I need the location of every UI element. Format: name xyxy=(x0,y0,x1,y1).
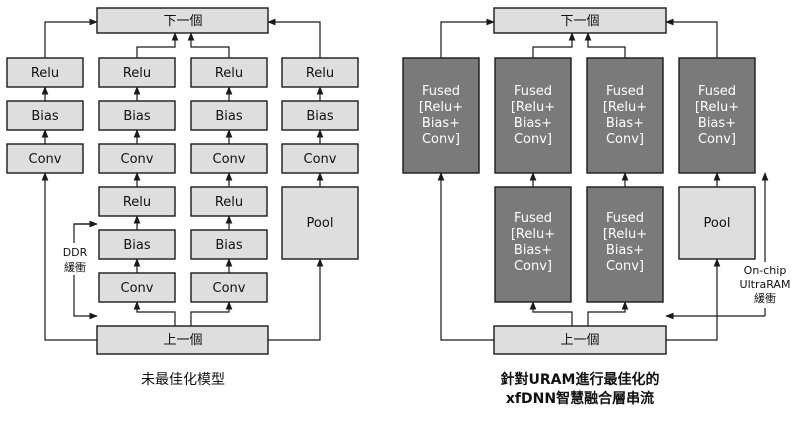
fused-box-3 xyxy=(586,57,664,174)
left-col1-bias-label: Bias xyxy=(31,109,58,124)
onchip-label-bg xyxy=(730,262,798,308)
left-col3-bias2-label: Bias xyxy=(215,238,242,253)
fused-4-line2: [Relu+ xyxy=(695,100,739,115)
left-col4-relu-label: Relu xyxy=(306,66,334,81)
fused-1-line4: Conv] xyxy=(422,132,460,147)
left-col4-relu-box xyxy=(281,57,359,88)
left-col3-conv-label: Conv xyxy=(213,152,246,167)
left-col2-bias2-box xyxy=(98,229,176,260)
left-col1-relu-box xyxy=(6,57,84,88)
right-next-layer-label: 下一個 xyxy=(560,14,599,29)
fused-3-line3: Bias+ xyxy=(606,116,644,131)
fused-4-line4: Conv] xyxy=(698,132,736,147)
left-next-layer-label: 下一個 xyxy=(163,14,202,29)
left-prev-layer-box xyxy=(96,325,269,355)
fused-5-line4: Conv] xyxy=(514,259,552,274)
left-col2-relu2-label: Relu xyxy=(123,195,151,210)
fused-3-line2: [Relu+ xyxy=(603,100,647,115)
fused-box-5 xyxy=(494,186,572,303)
fused-block-2: Fused [Relu+ Bias+ Conv] xyxy=(494,57,572,174)
left-col3-conv-box xyxy=(190,143,268,174)
fused-block-5: Fused [Relu+ Bias+ Conv] xyxy=(494,186,572,303)
left-connectors xyxy=(41,18,324,341)
left-col2-conv2-box xyxy=(98,272,176,303)
fused-box-2 xyxy=(494,57,572,174)
onchip-label-line1: On-chip xyxy=(744,264,787,277)
left-col3-conv2-box xyxy=(190,272,268,303)
ddr-buffer-label: 緩衝 xyxy=(64,260,86,274)
left-col4-conv-label: Conv xyxy=(304,152,337,167)
left-prev-layer-label: 上一個 xyxy=(163,333,202,348)
left-col1-conv-label: Conv xyxy=(29,152,62,167)
left-col3-relu2-box xyxy=(190,186,268,217)
fused-2-line4: Conv] xyxy=(514,132,552,147)
fused-1-line1: Fused xyxy=(422,84,460,99)
left-col1-relu-label: Relu xyxy=(31,66,59,81)
left-col4-bias-label: Bias xyxy=(306,109,333,124)
fused-block-4: Fused [Relu+ Bias+ Conv] xyxy=(678,57,756,174)
left-col2-conv-label: Conv xyxy=(121,152,154,167)
fused-5-line1: Fused xyxy=(514,211,552,226)
right-pool-box xyxy=(678,186,756,260)
fused-6-line4: Conv] xyxy=(606,259,644,274)
onchip-label-line2: UltraRAM xyxy=(740,278,791,291)
left-col2-conv-box xyxy=(98,143,176,174)
left-col3-bias-box xyxy=(190,100,268,131)
fused-block-6: Fused [Relu+ Bias+ Conv] xyxy=(586,186,664,303)
left-next-layer-box xyxy=(96,7,269,34)
left-col3-conv2-label: Conv xyxy=(213,281,246,296)
fused-6-line3: Bias+ xyxy=(606,243,644,258)
left-col2-bias2-label: Bias xyxy=(123,238,150,253)
left-col4-pool-label: Pool xyxy=(307,216,334,231)
fused-1-line3: Bias+ xyxy=(422,116,460,131)
fused-box-4 xyxy=(678,57,756,174)
fused-box-6 xyxy=(586,186,664,303)
left-col2-conv2-label: Conv xyxy=(121,281,154,296)
left-col4-pool-box xyxy=(281,186,359,260)
left-col4-conv-box xyxy=(281,143,359,174)
fused-2-line2: [Relu+ xyxy=(511,100,555,115)
onchip-label-line3: 緩衝 xyxy=(754,291,776,305)
left-col4-bias-box xyxy=(281,100,359,131)
right-caption-line2: xfDNN智慧融合層串流 xyxy=(506,390,654,407)
ddr-label-bg xyxy=(58,243,94,275)
fused-4-line3: Bias+ xyxy=(698,116,736,131)
fused-5-line3: Bias+ xyxy=(514,243,552,258)
left-col3-bias2-box xyxy=(190,229,268,260)
ddr-label: DDR xyxy=(63,246,88,259)
left-col3-relu-label: Relu xyxy=(215,66,243,81)
fused-6-line1: Fused xyxy=(606,211,644,226)
fused-block-3: Fused [Relu+ Bias+ Conv] xyxy=(586,57,664,174)
left-col3-relu-box xyxy=(190,57,268,88)
fused-2-line3: Bias+ xyxy=(514,116,552,131)
right-prev-layer-box xyxy=(493,325,667,355)
fused-2-line1: Fused xyxy=(514,84,552,99)
right-connectors xyxy=(437,18,769,341)
left-col2-relu-box xyxy=(98,57,176,88)
left-col2-bias-label: Bias xyxy=(123,109,150,124)
left-col2-relu2-box xyxy=(98,186,176,217)
fused-6-line2: [Relu+ xyxy=(603,227,647,242)
fused-3-line4: Conv] xyxy=(606,132,644,147)
right-next-layer-box xyxy=(493,7,667,34)
right-pool-label: Pool xyxy=(704,216,731,231)
optimized-model-panel: 下一個 Fused [Relu+ Bias+ Conv] Fused [Relu… xyxy=(402,7,798,407)
fused-5-line2: [Relu+ xyxy=(511,227,555,242)
right-caption-line1: 針對URAM進行最佳化的 xyxy=(501,371,660,388)
left-col2-relu-label: Relu xyxy=(123,66,151,81)
left-caption: 未最佳化模型 xyxy=(141,372,225,388)
left-col3-bias-label: Bias xyxy=(215,109,242,124)
unoptimized-model-panel: 下一個 Relu Bias Conv Relu Bias Conv Relu B… xyxy=(6,7,359,388)
left-col1-bias-box xyxy=(6,100,84,131)
fused-1-line2: [Relu+ xyxy=(419,100,463,115)
fused-block-1: Fused [Relu+ Bias+ Conv] xyxy=(402,57,480,174)
fused-4-line1: Fused xyxy=(698,84,736,99)
right-prev-layer-label: 上一個 xyxy=(560,333,599,348)
left-col1-conv-box xyxy=(6,143,84,174)
left-col2-bias-box xyxy=(98,100,176,131)
fused-box-1 xyxy=(402,57,480,174)
fused-3-line1: Fused xyxy=(606,84,644,99)
left-col3-relu2-label: Relu xyxy=(215,195,243,210)
